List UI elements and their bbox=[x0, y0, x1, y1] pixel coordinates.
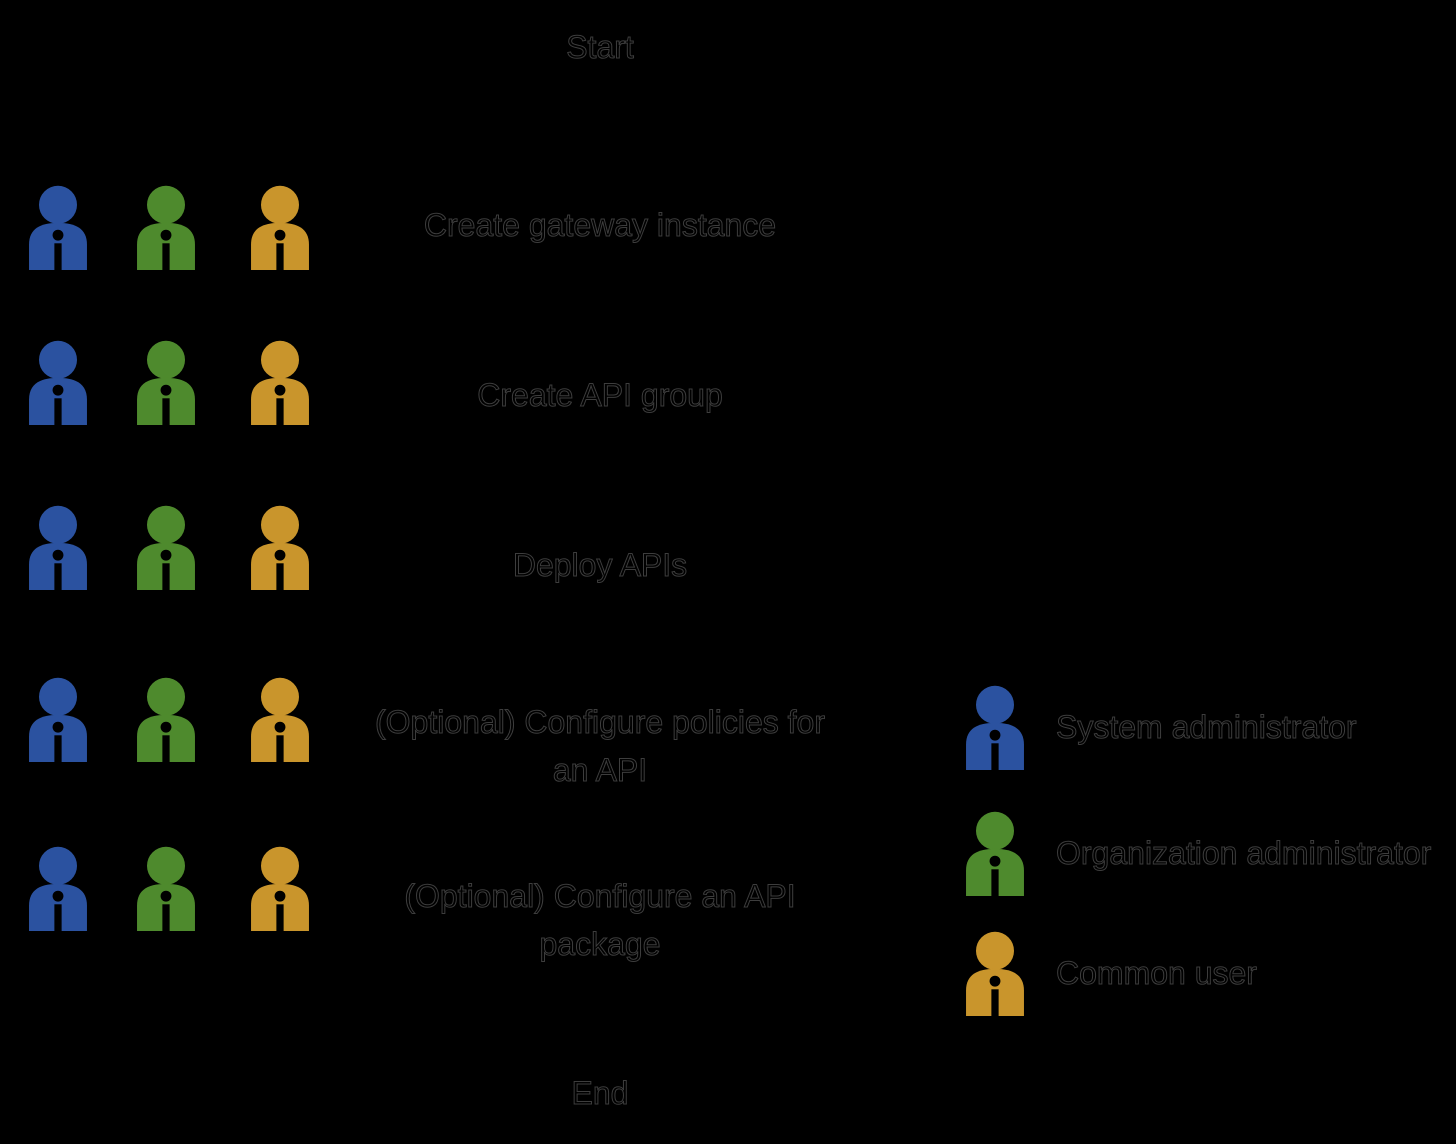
system-administrator-icon bbox=[962, 684, 1028, 770]
step-label-create-api-group: Create API group bbox=[477, 377, 723, 414]
legend-label: Common user bbox=[1056, 955, 1258, 992]
legend-item-organization-administrator: Organization administrator bbox=[962, 810, 1442, 896]
organization-administrator-icon bbox=[134, 339, 198, 425]
organization-administrator-icon bbox=[134, 676, 198, 762]
common-user-icon bbox=[248, 184, 312, 270]
common-user-icon bbox=[248, 845, 312, 931]
legend-label: Organization administrator bbox=[1055, 835, 1432, 872]
step-5-role-icons bbox=[0, 845, 340, 931]
organization-administrator-icon bbox=[134, 504, 198, 590]
step-1-role-icons bbox=[0, 184, 340, 270]
system-administrator-icon bbox=[26, 504, 90, 590]
step-label-deploy-apis: Deploy APIs bbox=[512, 547, 688, 584]
system-administrator-icon bbox=[26, 676, 90, 762]
step-3-role-icons bbox=[0, 504, 340, 590]
organization-administrator-icon bbox=[134, 184, 198, 270]
common-user-icon bbox=[962, 930, 1028, 1016]
common-user-icon bbox=[248, 504, 312, 590]
step-label-configure-policies: (Optional) Configure policies for an API bbox=[375, 704, 826, 789]
common-user-icon bbox=[248, 676, 312, 762]
organization-administrator-icon bbox=[134, 845, 198, 931]
start-label: Start bbox=[566, 29, 635, 66]
system-administrator-icon bbox=[26, 184, 90, 270]
step-2-role-icons bbox=[0, 339, 340, 425]
system-administrator-icon bbox=[26, 339, 90, 425]
legend-label: System administrator bbox=[1056, 709, 1358, 746]
organization-administrator-icon bbox=[962, 810, 1028, 896]
end-label: End bbox=[571, 1075, 629, 1112]
legend-item-system-administrator: System administrator bbox=[962, 684, 1442, 770]
step-label-create-gateway-instance: Create gateway instance bbox=[423, 207, 777, 244]
step-label-configure-api-package: (Optional) Configure an API package bbox=[404, 878, 796, 963]
common-user-icon bbox=[248, 339, 312, 425]
step-4-role-icons bbox=[0, 676, 340, 762]
legend-item-common-user: Common user bbox=[962, 930, 1442, 1016]
system-administrator-icon bbox=[26, 845, 90, 931]
